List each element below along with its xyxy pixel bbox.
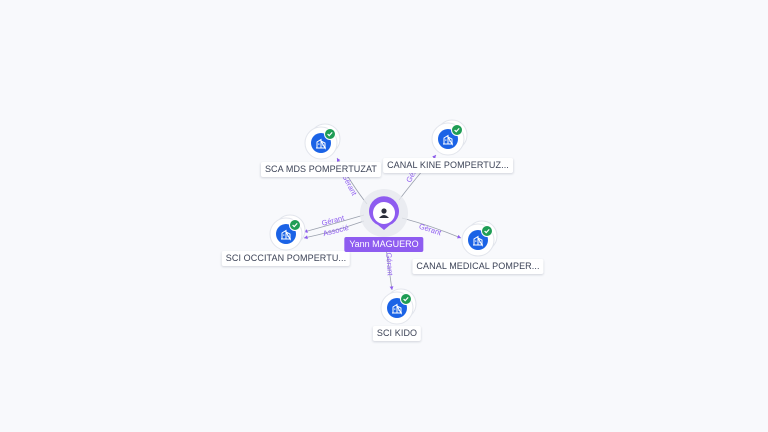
- company-label-canal-kine[interactable]: CANAL KINE POMPERTUZ...: [383, 158, 513, 173]
- building-icon: [443, 134, 453, 146]
- building-icon: [473, 235, 483, 247]
- company-node-sci-occitan[interactable]: [269, 214, 306, 251]
- edge-label: Gérant: [418, 222, 443, 238]
- building-icon: [316, 138, 326, 150]
- arrow-icon: [337, 158, 341, 162]
- verified-check-icon: [289, 219, 301, 231]
- arrow-icon: [304, 235, 308, 240]
- verified-check-icon: [324, 128, 336, 140]
- company-node-canal-medical[interactable]: [461, 220, 498, 257]
- edge-line: [303, 214, 365, 233]
- company-node-sci-kido[interactable]: [380, 288, 417, 325]
- building-icon: [392, 303, 402, 315]
- company-node-sca-mds[interactable]: [304, 123, 341, 160]
- edge-label: Gérant: [384, 252, 395, 276]
- nodes-layer: [269, 119, 498, 325]
- company-label-sca-mds[interactable]: SCA MDS POMPERTUZAT: [260, 162, 382, 177]
- edge-sci-kido: Gérant: [384, 247, 395, 291]
- company-label-canal-medical[interactable]: CANAL MEDICAL POMPER...: [412, 259, 544, 274]
- edge-line: [303, 220, 365, 239]
- verified-check-icon: [451, 124, 463, 136]
- company-node-canal-kine[interactable]: [431, 119, 468, 156]
- edge-canal-medical: Gérant: [401, 217, 462, 239]
- company-label-sci-occitan[interactable]: SCI OCCITAN POMPERTU...: [221, 251, 351, 266]
- arrow-icon: [432, 155, 436, 159]
- building-icon: [281, 229, 291, 241]
- company-label-sci-kido[interactable]: SCI KIDO: [372, 326, 422, 341]
- person-icon: [379, 208, 389, 218]
- verified-check-icon: [400, 293, 412, 305]
- person-node[interactable]: [360, 189, 408, 237]
- arrow-icon: [457, 234, 461, 239]
- verified-check-icon: [481, 225, 493, 237]
- person-label[interactable]: Yann MAGUERO: [344, 237, 424, 252]
- arrow-icon: [389, 286, 394, 290]
